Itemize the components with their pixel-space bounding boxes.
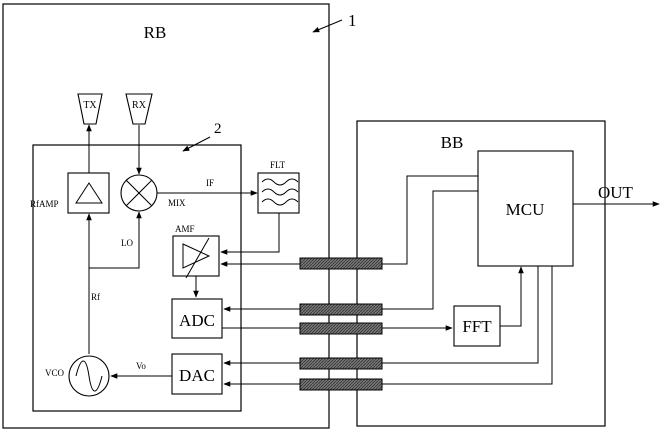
connector-3 [299, 322, 383, 335]
filter-to-amf [220, 213, 280, 255]
fft-label: FFT [462, 317, 492, 336]
rfamp-block [67, 172, 110, 214]
dac-label: DAC [179, 366, 215, 385]
bb-label: BB [441, 133, 464, 152]
rb-block [2, 3, 330, 429]
inner-block [32, 144, 242, 412]
adc-block [171, 298, 223, 339]
filter-wave-1 [261, 178, 299, 186]
ref-numeral-1: 1 [348, 11, 357, 30]
amf-triangle [182, 243, 211, 269]
mcu-label: MCU [506, 200, 545, 219]
lo-label: LO [121, 238, 133, 248]
rx-antenna [125, 93, 153, 125]
vo-label: Vo [136, 361, 146, 371]
connector-5 [299, 378, 383, 391]
connector-1 [299, 257, 383, 270]
tx-antenna [77, 93, 103, 125]
connector-4 [299, 357, 383, 370]
mix-label: MIX [168, 198, 186, 208]
rf-label: Rf [91, 292, 100, 302]
filter-block [257, 172, 300, 214]
vco-label: VCO [45, 368, 65, 378]
rx-label: RX [132, 100, 147, 111]
bb-block [356, 120, 606, 427]
tx-label: TX [83, 100, 97, 111]
rb-label: RB [144, 23, 167, 42]
lo-line [89, 211, 142, 269]
flt-label: FLT [270, 160, 286, 170]
mcu-block [477, 150, 574, 267]
amf-label: AMF [175, 224, 195, 234]
ref-arrow-2 [182, 136, 211, 152]
adc-label: ADC [179, 311, 215, 330]
out-label: OUT [598, 183, 634, 202]
filter-wave-2 [261, 188, 299, 196]
filter-wave-3 [261, 198, 299, 206]
rfamp-label: RfAMP [30, 199, 59, 209]
ref-numeral-2: 2 [214, 121, 222, 137]
mixer-cross-b [125, 179, 153, 207]
mcu-to-dac-line-2 [223, 266, 553, 387]
ref-arrow-1 [312, 19, 343, 33]
fft-block [453, 305, 501, 347]
fft-to-mcu [500, 266, 524, 327]
amf-variable-arrow [185, 237, 210, 279]
connector-2 [299, 303, 383, 316]
amf-block [172, 235, 220, 277]
dac-block [171, 353, 223, 395]
vco-sine-wave [75, 360, 103, 392]
amplifier-symbol [75, 182, 103, 204]
if-label: IF [206, 178, 214, 188]
